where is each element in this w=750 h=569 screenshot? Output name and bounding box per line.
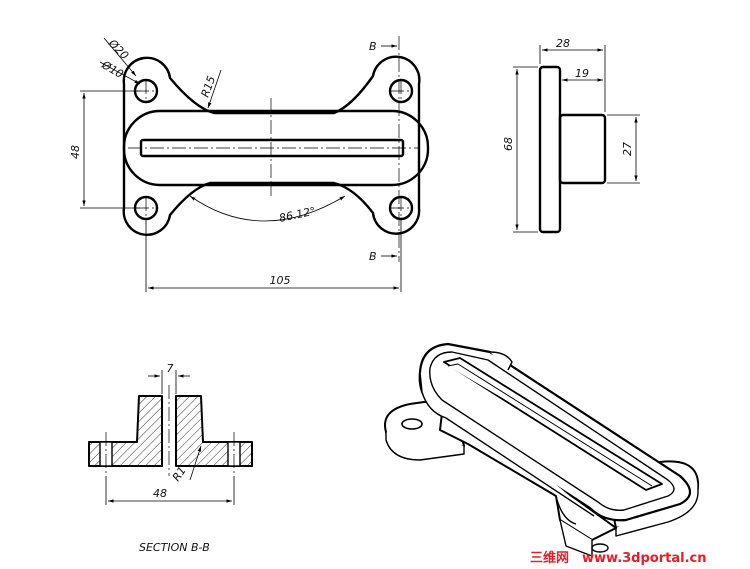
dim-48-section: 48 xyxy=(153,487,167,500)
front-outline xyxy=(122,55,421,236)
dim-27: 27 xyxy=(621,142,634,156)
section-marker-top: B xyxy=(369,40,377,53)
dim-7: 7 xyxy=(167,362,174,375)
dim-angle: 86.12° xyxy=(278,205,317,225)
dim-19: 19 xyxy=(575,67,589,80)
side-flange xyxy=(538,65,562,234)
dim-r1: R1 xyxy=(170,464,189,483)
watermark: 三维网 www.3dportal.cn xyxy=(530,550,706,566)
watermark-cn: 三维网 xyxy=(530,550,569,566)
section-marker-bottom: B xyxy=(369,250,377,263)
watermark-url: www.3dportal.cn xyxy=(582,551,706,566)
front-body xyxy=(122,109,430,187)
front-view: 48 105 86.12° Ø20 Ø10 R15 B B xyxy=(69,36,430,292)
dim-105: 105 xyxy=(270,274,291,287)
section-caption: SECTION B-B xyxy=(139,541,210,554)
dim-48-front: 48 xyxy=(69,145,82,159)
dim-68: 68 xyxy=(502,137,515,151)
dim-dia20: Ø20 xyxy=(105,36,131,62)
dim-r15: R15 xyxy=(199,74,219,99)
isometric-view xyxy=(384,342,700,557)
side-boss xyxy=(558,113,607,185)
side-view: 28 19 68 27 xyxy=(502,37,640,234)
section-view: 7 48 R1 SECTION B-B xyxy=(88,362,253,554)
dim-28: 28 xyxy=(556,37,570,50)
